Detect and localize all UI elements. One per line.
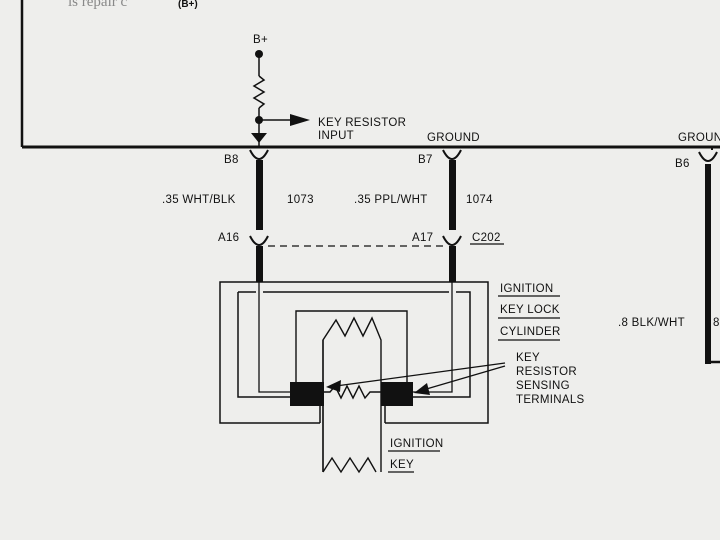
lock-cylinder-box — [219, 281, 489, 424]
connector-cup-b6 — [698, 151, 718, 162]
wire-b6 — [705, 164, 720, 364]
bplus-label: B+ — [253, 34, 268, 46]
ignition-key-label-line2: KEY — [390, 459, 414, 471]
module-boundary — [20, 0, 720, 150]
key-resistor-input-line2: INPUT — [318, 130, 354, 142]
pin-b8-label: B8 — [224, 154, 239, 166]
terminal-pointer-arrows — [326, 362, 506, 395]
output-arrow-icon — [290, 114, 310, 126]
connector-cup-a16 — [249, 235, 269, 246]
sensing-terminal-left — [290, 382, 324, 406]
key-housing — [295, 310, 408, 383]
sensing-terminal-right — [381, 382, 413, 406]
pin-a16-label: A16 — [218, 232, 239, 244]
wire-left-circuit: 1073 — [287, 194, 314, 206]
cylinder-label-line3: CYLINDER — [500, 326, 561, 338]
connector-cup-a17 — [442, 235, 462, 246]
wire-1074 — [442, 160, 462, 282]
arrow-to-left-terminal-icon — [326, 380, 341, 392]
wire-middle-gauge: .35 PPL/WHT — [354, 194, 428, 206]
sensing-label-line1: KEY — [516, 352, 540, 364]
cylinder-label-line1: IGNITION — [500, 283, 554, 295]
connector-cup-b7 — [442, 149, 462, 160]
connector-cup-b8 — [249, 149, 269, 160]
inner-conductors — [258, 282, 453, 393]
bplus-supply — [251, 50, 310, 147]
wire-right-gauge: .8 BLK/WHT — [618, 317, 685, 329]
pin-b6-label: B6 — [675, 158, 690, 170]
sensing-label-line4: TERMINALS — [516, 394, 585, 406]
ignition-key-label-line1: IGNITION — [390, 438, 444, 450]
ground-label-b7: GROUND — [427, 132, 480, 144]
header-fragment: is repair c — [68, 0, 127, 10]
connector-cups-top — [249, 149, 718, 162]
header-bplus-fragment: (B+) — [178, 0, 198, 10]
pin-b7-label: B7 — [418, 154, 433, 166]
wire-middle-circuit: 1074 — [466, 194, 493, 206]
sensing-label-line2: RESISTOR — [516, 366, 577, 378]
pullup-resistor — [252, 75, 266, 109]
wire-1073 — [249, 160, 269, 282]
wire-right-circuit: 8 — [713, 317, 720, 329]
ground-label-b6: GROUND — [678, 132, 720, 144]
cylinder-label-line2: KEY LOCK — [500, 304, 560, 316]
wire-left-gauge: .35 WHT/BLK — [162, 194, 236, 206]
key-resistor-input-line1: KEY RESISTOR — [318, 117, 406, 129]
arrow-to-right-terminal-icon — [414, 383, 430, 395]
down-arrow-icon — [251, 133, 267, 143]
connector-label: C202 — [472, 232, 501, 244]
sensing-label-line3: SENSING — [516, 380, 570, 392]
pin-a17-label: A17 — [412, 232, 433, 244]
